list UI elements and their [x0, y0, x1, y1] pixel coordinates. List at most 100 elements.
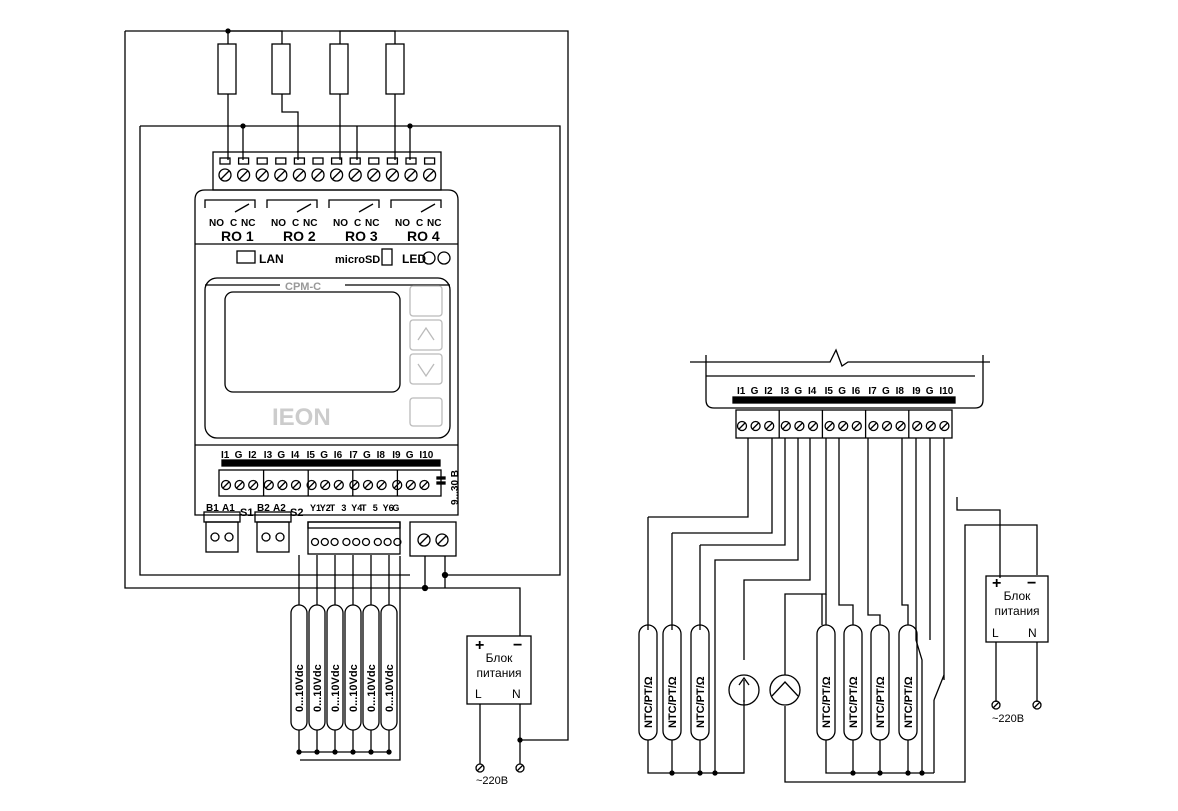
ntc-label: NTC/PT/Ω: [821, 676, 833, 728]
input-screw-slot: [265, 481, 273, 489]
right-screw-slot: [869, 422, 877, 430]
relay-screw-slot: [425, 170, 435, 180]
input-screw-slot: [236, 481, 244, 489]
right-screw-slot: [752, 422, 760, 430]
right-screw-slot: [795, 422, 803, 430]
right-screw-slot: [927, 422, 935, 430]
input-terminal-block: [218, 459, 446, 497]
right-screw-icon: [925, 420, 936, 432]
input-label: G: [320, 450, 328, 461]
input-label: I3: [264, 450, 273, 461]
relay-terminal-slot: [349, 157, 361, 165]
right-screw-slot: [809, 422, 817, 430]
sensor-label: 0...10Vdc: [312, 664, 324, 712]
input-screw-slot: [308, 481, 316, 489]
output-screw-icon: [393, 537, 402, 547]
right-input-label: I8: [896, 386, 905, 397]
output-screw-icon: [352, 537, 361, 547]
ntc-sensor-body: [662, 624, 682, 741]
right-screw-slot: [853, 422, 861, 430]
relay-screw-icon: [236, 168, 251, 182]
output-label: Y4: [351, 503, 362, 513]
ntc-label: NTC/PT/Ω: [695, 676, 707, 728]
voltage-label: 9...30 В: [450, 470, 461, 505]
relay-screw-icon: [422, 168, 437, 182]
relay-terminal-slot: [405, 157, 417, 165]
input-screw-icon: [376, 479, 387, 491]
right-screw-icon: [780, 420, 791, 432]
model-label: CPM-C: [285, 281, 321, 293]
relay-screw-icon: [292, 168, 307, 182]
relay-screw-slot: [239, 170, 249, 180]
input-label: I1: [221, 450, 230, 461]
relay-terminal-slot: [293, 157, 306, 165]
right-screw-slot: [738, 422, 746, 430]
relay-switch-icon: [234, 203, 250, 213]
relay-screw-slot: [332, 170, 342, 180]
ntc-sensor-body: [870, 624, 890, 741]
psu-right-l: L: [992, 626, 999, 640]
input-screw-slot: [420, 481, 428, 489]
relay-screw-slot: [313, 170, 323, 180]
input-label: I5: [307, 450, 316, 461]
right-screw-icon: [912, 420, 923, 432]
ntc-label: NTC/PT/Ω: [667, 676, 679, 728]
output-screw-icon: [373, 537, 382, 547]
relay-terminal-slot: [219, 157, 231, 165]
bus-a1: A1: [222, 503, 235, 514]
relay-screw-slot: [350, 170, 360, 180]
relay-screw-slot: [294, 170, 304, 180]
output-screw-icon: [330, 537, 339, 547]
output-screw-icon: [383, 537, 392, 547]
right-input-label: G: [926, 386, 934, 397]
input-screw-slot: [278, 481, 286, 489]
input-screw-icon: [277, 479, 288, 491]
brand-logo: IEON: [272, 404, 331, 431]
relay-nc-label: NC: [365, 218, 379, 229]
relay-screw-slot: [369, 170, 379, 180]
relay-screw-icon: [274, 168, 288, 182]
input-screw-slot: [407, 481, 415, 489]
ntc-sensor-body: [690, 624, 710, 741]
relay-c-label: C: [354, 218, 361, 229]
top-actuators: [217, 30, 413, 160]
right-input-label: G: [838, 386, 846, 397]
right-screw-icon: [807, 420, 819, 432]
mains-left: ~220В: [476, 775, 508, 787]
input-label: I2: [248, 450, 257, 461]
input-screw-slot: [249, 481, 257, 489]
right-screw-icon: [868, 420, 879, 432]
sensor-label: 0...10Vdc: [348, 664, 360, 712]
relay-label-1: RO 1: [221, 228, 254, 244]
relay-contact-frame: [204, 199, 256, 208]
relay-label-2: RO 2: [283, 228, 316, 244]
input-screw-icon: [234, 479, 245, 491]
right-screw-slot: [839, 422, 847, 430]
psu-right-minus: −: [1027, 575, 1036, 592]
voltage-sensors: [290, 555, 398, 755]
device-body: [194, 189, 459, 516]
right-input-label: I10: [939, 386, 953, 397]
input-screw-icon: [306, 479, 317, 491]
relay-terminal-slot: [237, 157, 250, 165]
relay-terminal-slot: [423, 157, 436, 165]
right-screw-icon: [895, 420, 906, 432]
output-label: Y1: [310, 503, 321, 513]
input-label: I10: [419, 450, 433, 461]
right-screw-icon: [824, 420, 835, 432]
output-label: 5: [373, 503, 378, 513]
relay-screw-icon: [329, 168, 344, 182]
right-input-label: I3: [781, 386, 790, 397]
right-input-label: I4: [808, 386, 817, 397]
relay-contact-frame: [390, 199, 442, 208]
microsd-slot-icon: [381, 248, 393, 266]
ntc-label: NTC/PT/Ω: [875, 676, 887, 728]
input-label: G: [363, 450, 371, 461]
ntc-label: NTC/PT/Ω: [643, 676, 655, 728]
psu-left-plus: +: [475, 637, 484, 654]
pump-symbols: [728, 674, 801, 706]
lan-port-icon: [236, 250, 256, 264]
input-screw-slot: [335, 481, 343, 489]
